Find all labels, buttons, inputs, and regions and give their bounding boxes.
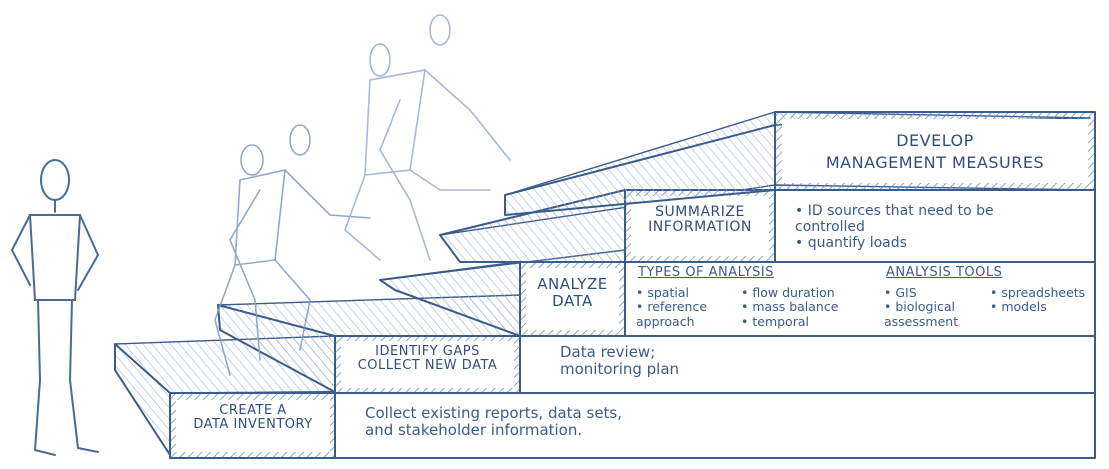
stick-figure-standing — [10, 159, 100, 456]
list-item: spatial — [636, 285, 736, 300]
list-item: flow duration — [741, 285, 838, 300]
list-item: reference approach — [636, 300, 736, 329]
list-item: spreadsheets — [990, 285, 1085, 300]
analysis-tools-heading: ANALYSIS TOOLS — [886, 265, 1003, 280]
step-1-description: Collect existing reports, data sets, and… — [365, 404, 623, 440]
list-item: ID sources that need to be controlled — [795, 203, 995, 235]
list-item: models — [990, 299, 1085, 314]
step-2-description: Data review; monitoring plan — [560, 343, 680, 379]
list-item: GIS — [884, 285, 979, 300]
types-list-2: flow duration mass balance temporal — [741, 285, 838, 329]
tools-list-2: spreadsheets models — [990, 285, 1085, 315]
list-item: temporal — [741, 314, 838, 329]
step-5-label: DEVELOP MANAGEMENT MEASURES — [825, 131, 1045, 172]
list-item: mass balance — [741, 299, 838, 314]
stick-figure-climbing-2 — [344, 14, 511, 261]
tools-list-1: GIS biological assessment — [884, 285, 979, 329]
list-item: biological assessment — [884, 300, 979, 329]
step-1-label: CREATE A DATA INVENTORY — [193, 403, 313, 433]
step-4-label: SUMMARIZE INFORMATION — [648, 204, 752, 236]
stick-figure-climbing-1 — [214, 124, 371, 376]
list-item: quantify loads — [795, 235, 995, 251]
types-of-analysis-heading: TYPES OF ANALYSIS — [638, 265, 774, 280]
step-4-description: ID sources that need to be controlled qu… — [795, 203, 995, 251]
step-3-label: ANALYZE DATA — [537, 275, 608, 310]
types-list-1: spatial reference approach — [636, 285, 736, 329]
step-2-label: IDENTIFY GAPS COLLECT NEW DATA — [357, 344, 498, 374]
